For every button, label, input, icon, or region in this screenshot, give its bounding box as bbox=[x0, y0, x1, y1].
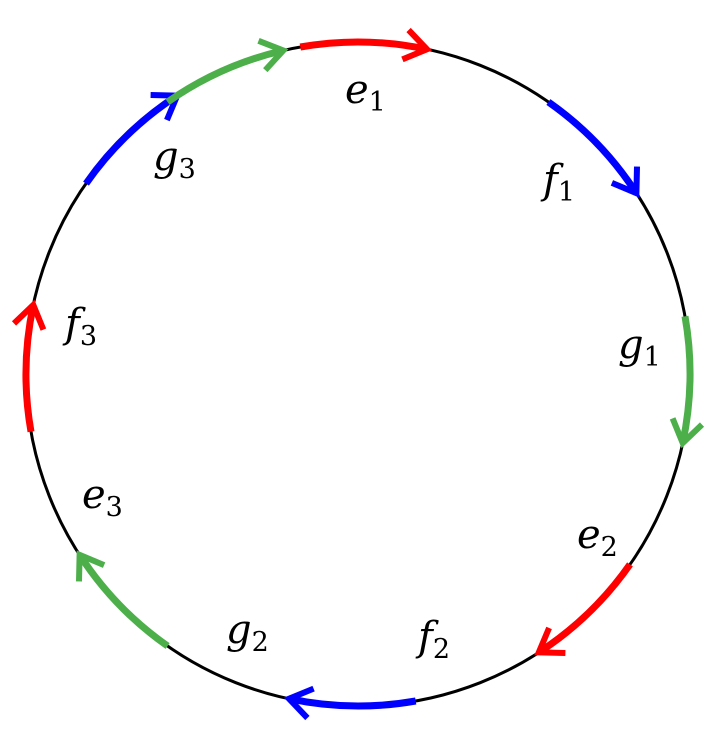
arc-e2 bbox=[536, 562, 633, 656]
label-subscript: 1 bbox=[369, 87, 386, 118]
label-subscript: 3 bbox=[80, 321, 97, 352]
arrowhead-e2-icon bbox=[534, 626, 566, 656]
label-subscript: 2 bbox=[252, 627, 269, 658]
label-e3: e3 bbox=[82, 472, 123, 523]
arrowhead-g2-icon bbox=[76, 550, 106, 582]
arrowhead-g1-icon bbox=[669, 417, 705, 449]
arrowhead-f2-icon bbox=[283, 685, 315, 721]
label-subscript: 1 bbox=[644, 342, 661, 373]
arrowhead-e1-icon bbox=[401, 27, 433, 63]
arc-f3 bbox=[83, 92, 180, 186]
arrowhead-g3-icon bbox=[257, 38, 289, 73]
arc-g2 bbox=[76, 552, 170, 649]
label-g3: g3 bbox=[153, 134, 196, 185]
arc-g1 bbox=[679, 315, 694, 444]
label-f3: f3 bbox=[62, 301, 97, 352]
label-subscript: 1 bbox=[558, 177, 575, 208]
arcs-layer bbox=[11, 27, 705, 721]
label-subscript: 3 bbox=[106, 492, 123, 523]
arc-e3 bbox=[22, 304, 37, 433]
arc-f2 bbox=[288, 695, 417, 710]
arrowhead-e3-icon bbox=[11, 299, 47, 331]
label-subscript: 2 bbox=[601, 532, 618, 563]
label-g2: g2 bbox=[226, 607, 269, 658]
label-base: e bbox=[577, 512, 601, 558]
label-base: e bbox=[345, 67, 369, 113]
label-f2: f2 bbox=[415, 614, 450, 665]
label-e2: e2 bbox=[577, 512, 618, 563]
arrowhead-f1-icon bbox=[610, 166, 640, 198]
label-base: e bbox=[82, 472, 106, 518]
label-base: g bbox=[153, 134, 179, 180]
label-subscript: 3 bbox=[179, 154, 196, 185]
label-e1: e1 bbox=[345, 67, 386, 118]
arc-g3 bbox=[165, 47, 285, 105]
label-base: g bbox=[226, 607, 252, 653]
label-g1: g1 bbox=[618, 322, 661, 373]
arc-e1 bbox=[299, 38, 428, 53]
label-f1: f1 bbox=[540, 157, 575, 208]
arc-f1 bbox=[546, 99, 640, 196]
label-base: g bbox=[618, 322, 644, 368]
label-subscript: 2 bbox=[433, 634, 450, 665]
